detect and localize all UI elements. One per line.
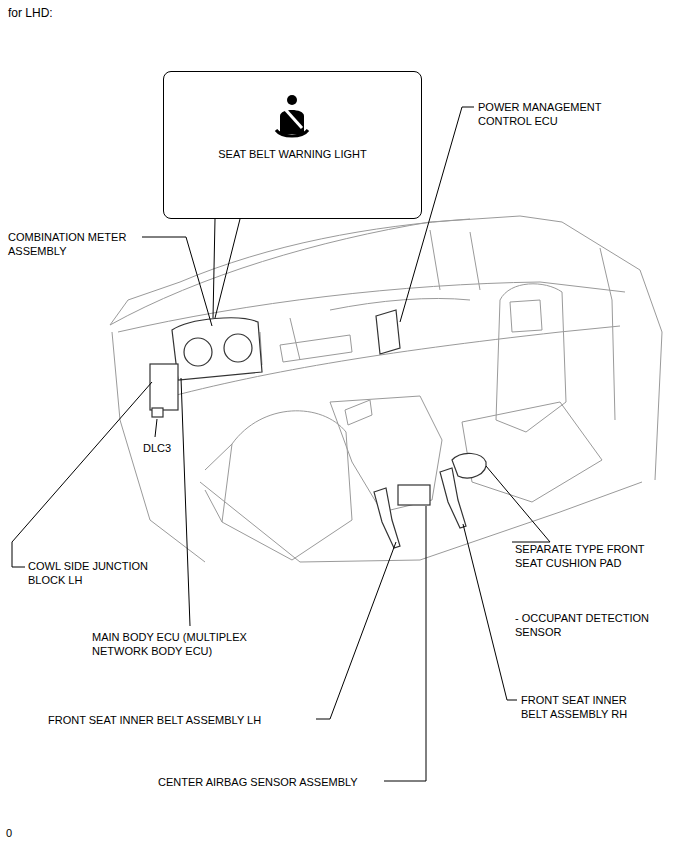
leader-line <box>155 419 157 437</box>
ecu-box <box>376 310 400 354</box>
title: for LHD: <box>8 6 53 20</box>
callout-pointer <box>213 219 240 318</box>
gauge <box>184 338 212 366</box>
leader-line <box>316 542 396 719</box>
part-label: - OCCUPANT DETECTION SENSOR <box>515 611 675 639</box>
page-number: 0 <box>6 826 26 840</box>
leader-line <box>12 382 152 567</box>
part-label: COMBINATION METER ASSEMBLY <box>8 230 143 258</box>
leader-line <box>384 506 426 781</box>
leader-line <box>181 378 190 626</box>
gauge <box>224 334 252 362</box>
leader-line <box>463 524 517 700</box>
leader-line <box>142 237 212 326</box>
cushion-pad-sensor <box>452 453 486 478</box>
part-label: POWER MANAGEMENT CONTROL ECU <box>478 100 608 128</box>
part-label: FRONT SEAT INNER BELT ASSEMBLY LH <box>48 713 318 727</box>
leader-line <box>486 466 550 542</box>
seat-belt-icon <box>272 94 312 138</box>
part-label: SEPARATE TYPE FRONT SEAT CUSHION PAD <box>515 542 657 570</box>
combination-meter <box>172 318 262 380</box>
dlc3-connector <box>152 408 163 417</box>
seat-belt-buckle <box>374 488 400 548</box>
part-label: DLC3 <box>143 441 203 455</box>
interior-outline <box>110 216 662 562</box>
callout-box: SEAT BELT WARNING LIGHT <box>163 71 422 219</box>
part-label: CENTER AIRBAG SENSOR ASSEMBLY <box>158 775 388 789</box>
part-label: COWL SIDE JUNCTION BLOCK LH <box>28 559 168 587</box>
junction-block <box>150 364 178 410</box>
components <box>150 310 486 548</box>
part-label: MAIN BODY ECU (MULTIPLEX NETWORK BODY EC… <box>92 630 274 658</box>
callout-text: SEAT BELT WARNING LIGHT <box>164 148 421 160</box>
airbag-sensor <box>398 485 430 505</box>
part-label: FRONT SEAT INNER BELT ASSEMBLY RH <box>521 693 647 721</box>
